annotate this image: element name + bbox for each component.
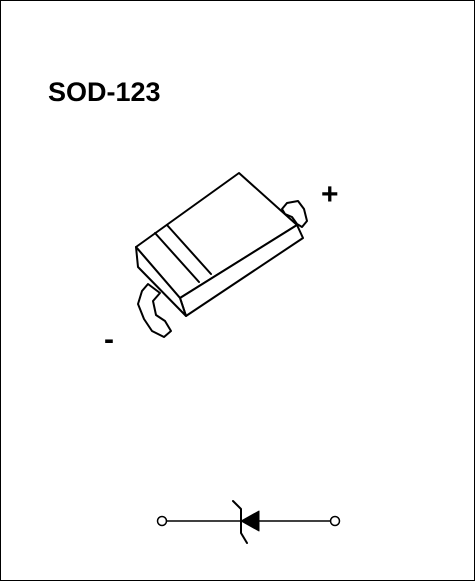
diode-triangle xyxy=(240,510,260,532)
zener-diode-symbol xyxy=(156,500,341,544)
terminal-left xyxy=(156,515,168,527)
package-end-face xyxy=(135,246,187,317)
anode-label: + xyxy=(321,178,339,211)
cathode-lead xyxy=(137,283,172,338)
cathode-band-line-2 xyxy=(166,224,212,275)
package-title: SOD-123 xyxy=(48,77,161,107)
cathode-band-line-1 xyxy=(154,232,200,283)
cathode-label: - xyxy=(104,323,114,356)
terminal-right xyxy=(329,515,341,527)
anode-lead xyxy=(281,200,308,228)
